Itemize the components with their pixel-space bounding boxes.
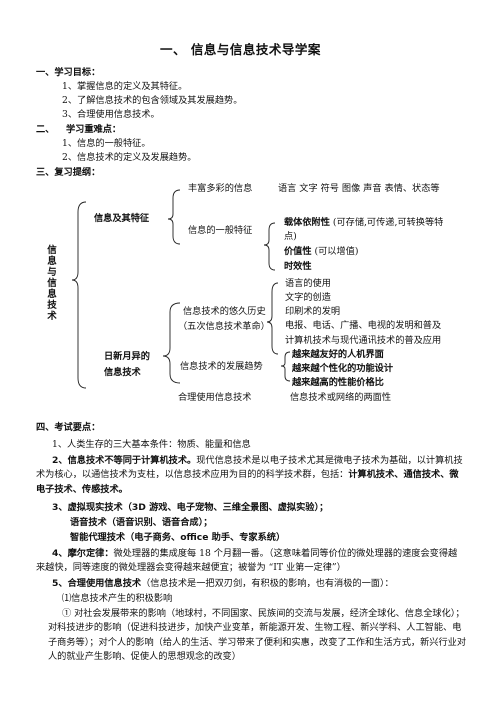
revolution-item: 文字的创造 (285, 292, 331, 303)
outline-proper-use-detail: 信息技术或网络的两面性 (290, 392, 392, 403)
trend-item: 越来越个性化的功能设计 (292, 363, 394, 374)
point-1: 1、人类生存的三大基本条件：物质、能量和信息 (52, 439, 251, 450)
difficulty-item: 2、信息技术的定义及发展趋势。 (62, 152, 197, 163)
point-5-lead: 5、合理使用信息技术 (52, 578, 142, 589)
revolution-item: 语言的使用 (285, 278, 331, 289)
outline-history: 信息技术的悠久历史 (183, 306, 266, 317)
outline-branch-it-a: 日新月异的 (104, 351, 150, 362)
outline-general-features: 信息的一般特征 (188, 225, 253, 236)
feature-carrier: 载体依附性 (可存储,可传递,可转换等特 (284, 217, 444, 229)
section-heading-outline: 三、复习提纲： (36, 167, 101, 178)
difficulty-item: 1、信息的一般特征。 (62, 138, 151, 149)
outline-root: 信息与信息技术 (47, 245, 57, 322)
outline-proper-use: 合理使用信息技术 (178, 392, 252, 403)
outline-trend: 信息技术的发展趋势 (180, 361, 263, 372)
branch1-brace (167, 189, 181, 245)
feature-timeliness: 时效性 (284, 261, 312, 272)
features-brace (263, 222, 276, 271)
goal-item: 3、合理使用信息技术。 (62, 109, 160, 120)
point-2-body: 现代信息技术是以电子技术尤其是微电子技术为基础，以计算机技术为核心，以通信技术为… (36, 455, 463, 481)
point-3: 3、虚拟现实技术（3D 游戏、电子宠物、三维全景图、虚拟实验）； (52, 502, 329, 513)
trend-item: 越来越友好的人机界面 (292, 349, 384, 360)
point-3a: 语音技术（语音识别、语音合成）； (70, 517, 213, 528)
point-5-body: （信息技术是一把双刃剑，有积极的影响，也有消极的一面）： (141, 578, 394, 589)
feature-value-label: 价值性 (284, 246, 312, 257)
point-2: 2、信息技术不等同于计算机技术。现代信息技术是以电子技术尤其是微电子技术为基础，… (36, 454, 466, 497)
feature-carrier-note-cont: 点) (284, 231, 297, 242)
outline-rich-info: 丰富多彩的信息 (188, 183, 253, 194)
revolution-item: 计算机技术与现代通讯技术的普及应用 (285, 335, 442, 346)
point-5: 5、合理使用信息技术（信息技术是一把双刃剑，有积极的影响，也有消极的一面）： (52, 578, 394, 590)
branch2-brace (162, 302, 181, 384)
root-brace (71, 201, 87, 389)
point-4: 4、摩尔定律：微处理器的集成度每 18 个月翻一番。（这意味着同等价位的微处理器… (36, 547, 466, 576)
trend-brace (280, 351, 291, 382)
point-5-sub2: ① 对社会发展带来的影响（地球村，不同国家、民族间的交流与发展，经济全球化、信息… (48, 608, 467, 662)
section-heading-difficulties: 学习重难点： (66, 124, 122, 135)
feature-value-note: (可以增值) (314, 246, 359, 257)
section-heading-goals: 一、学习目标： (36, 67, 101, 78)
point-2-lead: 2、信息技术不等同于计算机技术。 (52, 455, 197, 466)
outline-branch-info-features: 信息及其特征 (94, 213, 150, 224)
goal-item: 2、了解信息技术的包含领域及其发展趋势。 (62, 95, 243, 106)
page-title: 一、 信息与信息技术导学案 (160, 42, 321, 57)
outline-history-sub: （五次信息技术革命） (178, 321, 270, 332)
history-brace (266, 282, 279, 355)
section-heading-difficulties-num: 二、 (36, 124, 55, 135)
trend-item: 越来越高的性能价格比 (292, 377, 384, 388)
goal-item: 1、掌握信息的定义及其特征。 (62, 81, 188, 92)
feature-carrier-note: (可存储,可传递,可转换等特 (332, 217, 444, 228)
section-heading-exam-points: 四、考试要点： (36, 422, 101, 433)
feature-carrier-label: 载体依附性 (284, 217, 330, 228)
point-4-body: 微处理器的集成度每 18 个月翻一番。（这意味着同等价位的微处理器的速度会变得越… (36, 548, 458, 574)
revolution-item: 印刷术的发明 (285, 306, 341, 317)
outline-branch-it-b: 信息技术 (104, 367, 141, 378)
point-4-lead: 4、摩尔定律： (52, 548, 114, 559)
point-2-tail: 计算机技术、通信技术、微电子技术、传感技术。 (36, 469, 459, 495)
point-3b: 智能代理技术（电子商务、office 助手、专家系统） (70, 532, 286, 543)
outline-rich-info-detail: 语言 文字 符号 图像 声音 表情、状态等 (278, 183, 440, 194)
point-5-sub1: ⑴信息技术产生的积极影响 (62, 593, 173, 604)
feature-value: 价值性 (可以增值) (284, 246, 359, 258)
revolution-item: 电报、电话、广播、电视的发明和普及 (285, 320, 442, 331)
